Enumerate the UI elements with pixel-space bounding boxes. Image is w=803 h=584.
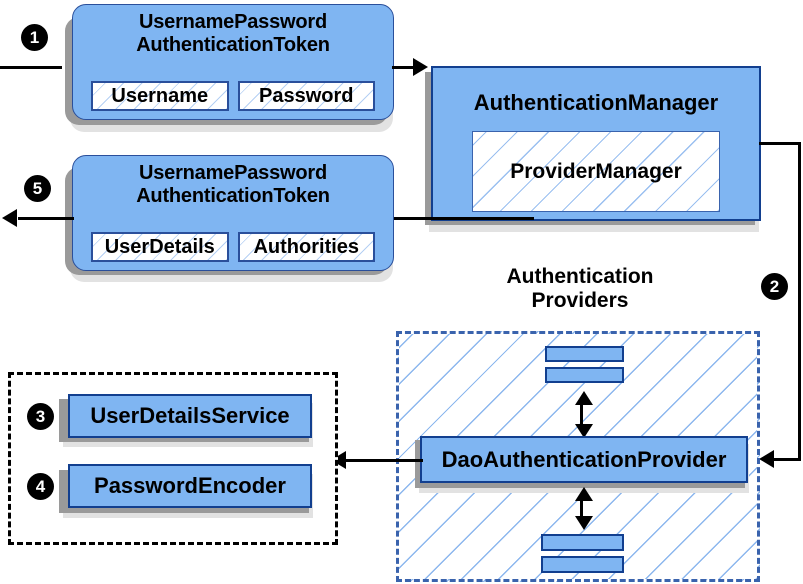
passwordencoder-box[interactable]: PasswordEncoder [68, 464, 312, 508]
slot-password: Password [237, 81, 375, 111]
top-double-arrow-head-down [575, 424, 593, 438]
provider-manager-box[interactable]: ProviderManager [472, 131, 720, 212]
slot-userdetails: UserDetails [91, 232, 229, 262]
bottom-double-arrow-head-up [575, 487, 593, 501]
step-marker-1: 1 [22, 25, 47, 50]
token-to-manager-arrowhead [413, 58, 428, 76]
providers-caption-line2: Providers [531, 289, 629, 313]
bottom-double-arrow-head-down [575, 516, 593, 530]
other-provider-bar-top-2[interactable] [545, 367, 624, 383]
response-token-title-line1: UsernamePassword [138, 162, 327, 184]
username-password-authentication-token-request[interactable]: UsernamePassword AuthenticationToken Use… [72, 4, 394, 120]
authentication-manager-box[interactable]: AuthenticationManager ProviderManager [431, 66, 761, 221]
step-marker-5: 5 [25, 176, 50, 201]
request-token-title-line1: UsernamePassword [138, 11, 327, 33]
authentication-providers-caption: Authentication Providers [460, 265, 700, 313]
slot-username: Username [91, 81, 229, 111]
manager-to-provider-hline-bottom [763, 458, 801, 461]
username-password-authentication-token-response[interactable]: UsernamePassword AuthenticationToken Use… [72, 155, 394, 271]
response-token-slots: UserDetails Authorities [91, 232, 375, 262]
top-double-arrow-shaft [580, 398, 583, 428]
response-token-outgoing-arrowhead [2, 209, 17, 227]
other-provider-bar-bottom-2[interactable] [541, 556, 624, 573]
manager-to-response-token-line [394, 217, 534, 220]
providers-caption-line1: Authentication [506, 265, 654, 288]
manager-to-provider-vline [798, 142, 801, 460]
request-token-title-line2: AuthenticationToken [136, 34, 330, 56]
top-double-arrow-head-up [575, 391, 593, 405]
request-token-slots: Username Password [91, 81, 375, 111]
manager-to-provider-arrowhead [759, 450, 774, 468]
bottom-double-arrow-shaft [580, 494, 583, 520]
userdetailsservice-box[interactable]: UserDetailsService [68, 394, 312, 438]
request-token-title: UsernamePassword AuthenticationToken [73, 11, 393, 57]
dao-authentication-provider-box[interactable]: DaoAuthenticationProvider [420, 436, 748, 483]
other-provider-bar-top-1[interactable] [545, 346, 624, 362]
token-to-manager-line [392, 66, 420, 69]
response-token-title-line2: AuthenticationToken [136, 185, 330, 207]
authentication-manager-title: AuthenticationManager [473, 90, 719, 115]
provider-to-dependencies-line [345, 459, 423, 462]
response-token-outgoing-line [18, 217, 74, 220]
step-marker-4: 4 [28, 474, 53, 499]
step-marker-2: 2 [762, 274, 787, 299]
other-provider-bar-bottom-1[interactable] [541, 534, 624, 551]
manager-to-provider-hline-top [759, 142, 801, 145]
incoming-request-line [0, 66, 62, 69]
response-token-title: UsernamePassword AuthenticationToken [73, 162, 393, 208]
step-marker-3: 3 [28, 404, 53, 429]
slot-authorities: Authorities [237, 232, 375, 262]
